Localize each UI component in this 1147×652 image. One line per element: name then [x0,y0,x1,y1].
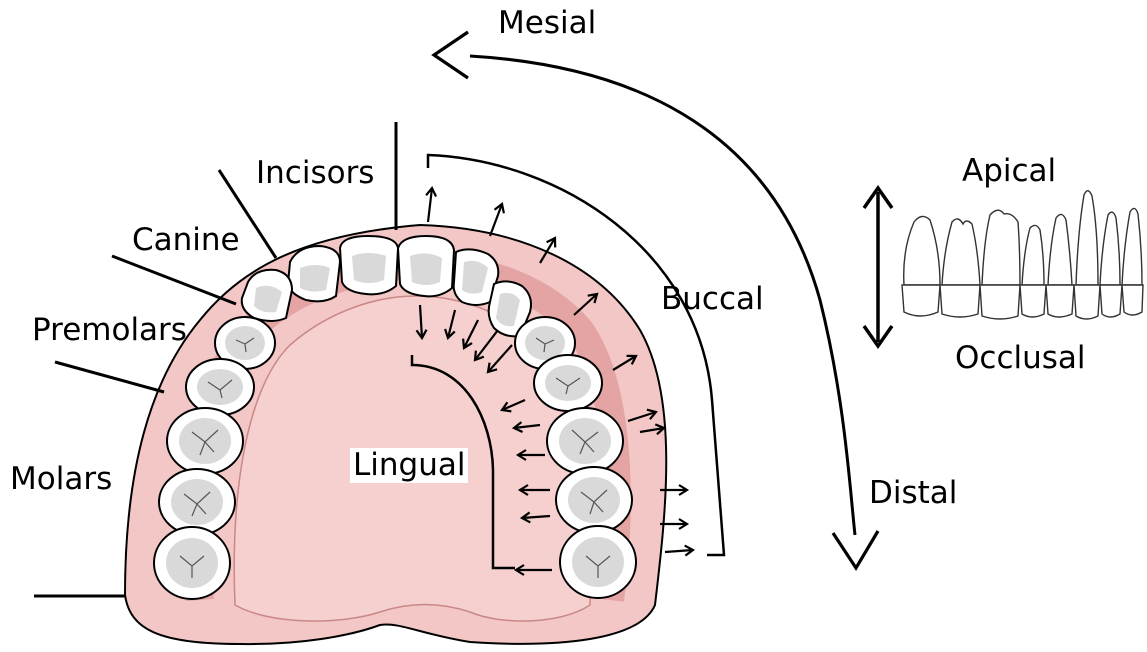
incisors-label: Incisors [256,158,374,189]
premolars-label: Premolars [32,315,187,346]
buccal-arrow [665,550,693,552]
buccal-arrow [490,204,502,236]
side-tooth [1074,285,1100,319]
premolar-tooth [534,355,602,411]
premolar-tooth [186,359,254,415]
side-tooth [1100,285,1122,317]
premolars-pointer [112,256,236,304]
distal-label: Distal [869,478,957,509]
lingual-label: Lingual [350,448,468,483]
side-tooth [1076,191,1098,285]
mesial-label: Mesial [498,8,596,39]
side-tooth [940,285,980,317]
apical-label: Apical [962,156,1056,187]
tooth-row-side-view [902,191,1143,319]
molars-label: Molars [10,464,112,495]
occlusal-label: Occlusal [955,343,1086,374]
buccal-label: Buccal [661,284,764,315]
side-tooth [902,285,940,316]
molar-tooth [556,467,632,533]
side-tooth [1046,285,1074,317]
side-tooth [1122,208,1142,285]
molar-tooth [154,527,230,599]
side-tooth [982,210,1020,285]
incisor-tooth [288,246,340,301]
incisor-tooth [340,236,398,294]
side-tooth [980,285,1020,319]
mesial-arrowhead [434,32,468,78]
molar-tooth [547,408,623,474]
side-tooth [942,219,980,285]
buccal-arrow [428,188,432,222]
side-tooth [904,216,940,285]
side-tooth [1100,212,1120,285]
side-tooth [1122,285,1143,315]
canine-label: Canine [132,225,240,256]
molar-tooth [560,526,636,598]
molars-pointer [55,362,164,392]
side-tooth [1020,285,1046,317]
distal-arrowhead [833,531,878,568]
molar-tooth [159,469,235,535]
incisor-tooth [398,236,454,296]
molar-tooth [167,408,243,474]
side-tooth [1048,214,1072,285]
side-tooth [1022,225,1044,285]
